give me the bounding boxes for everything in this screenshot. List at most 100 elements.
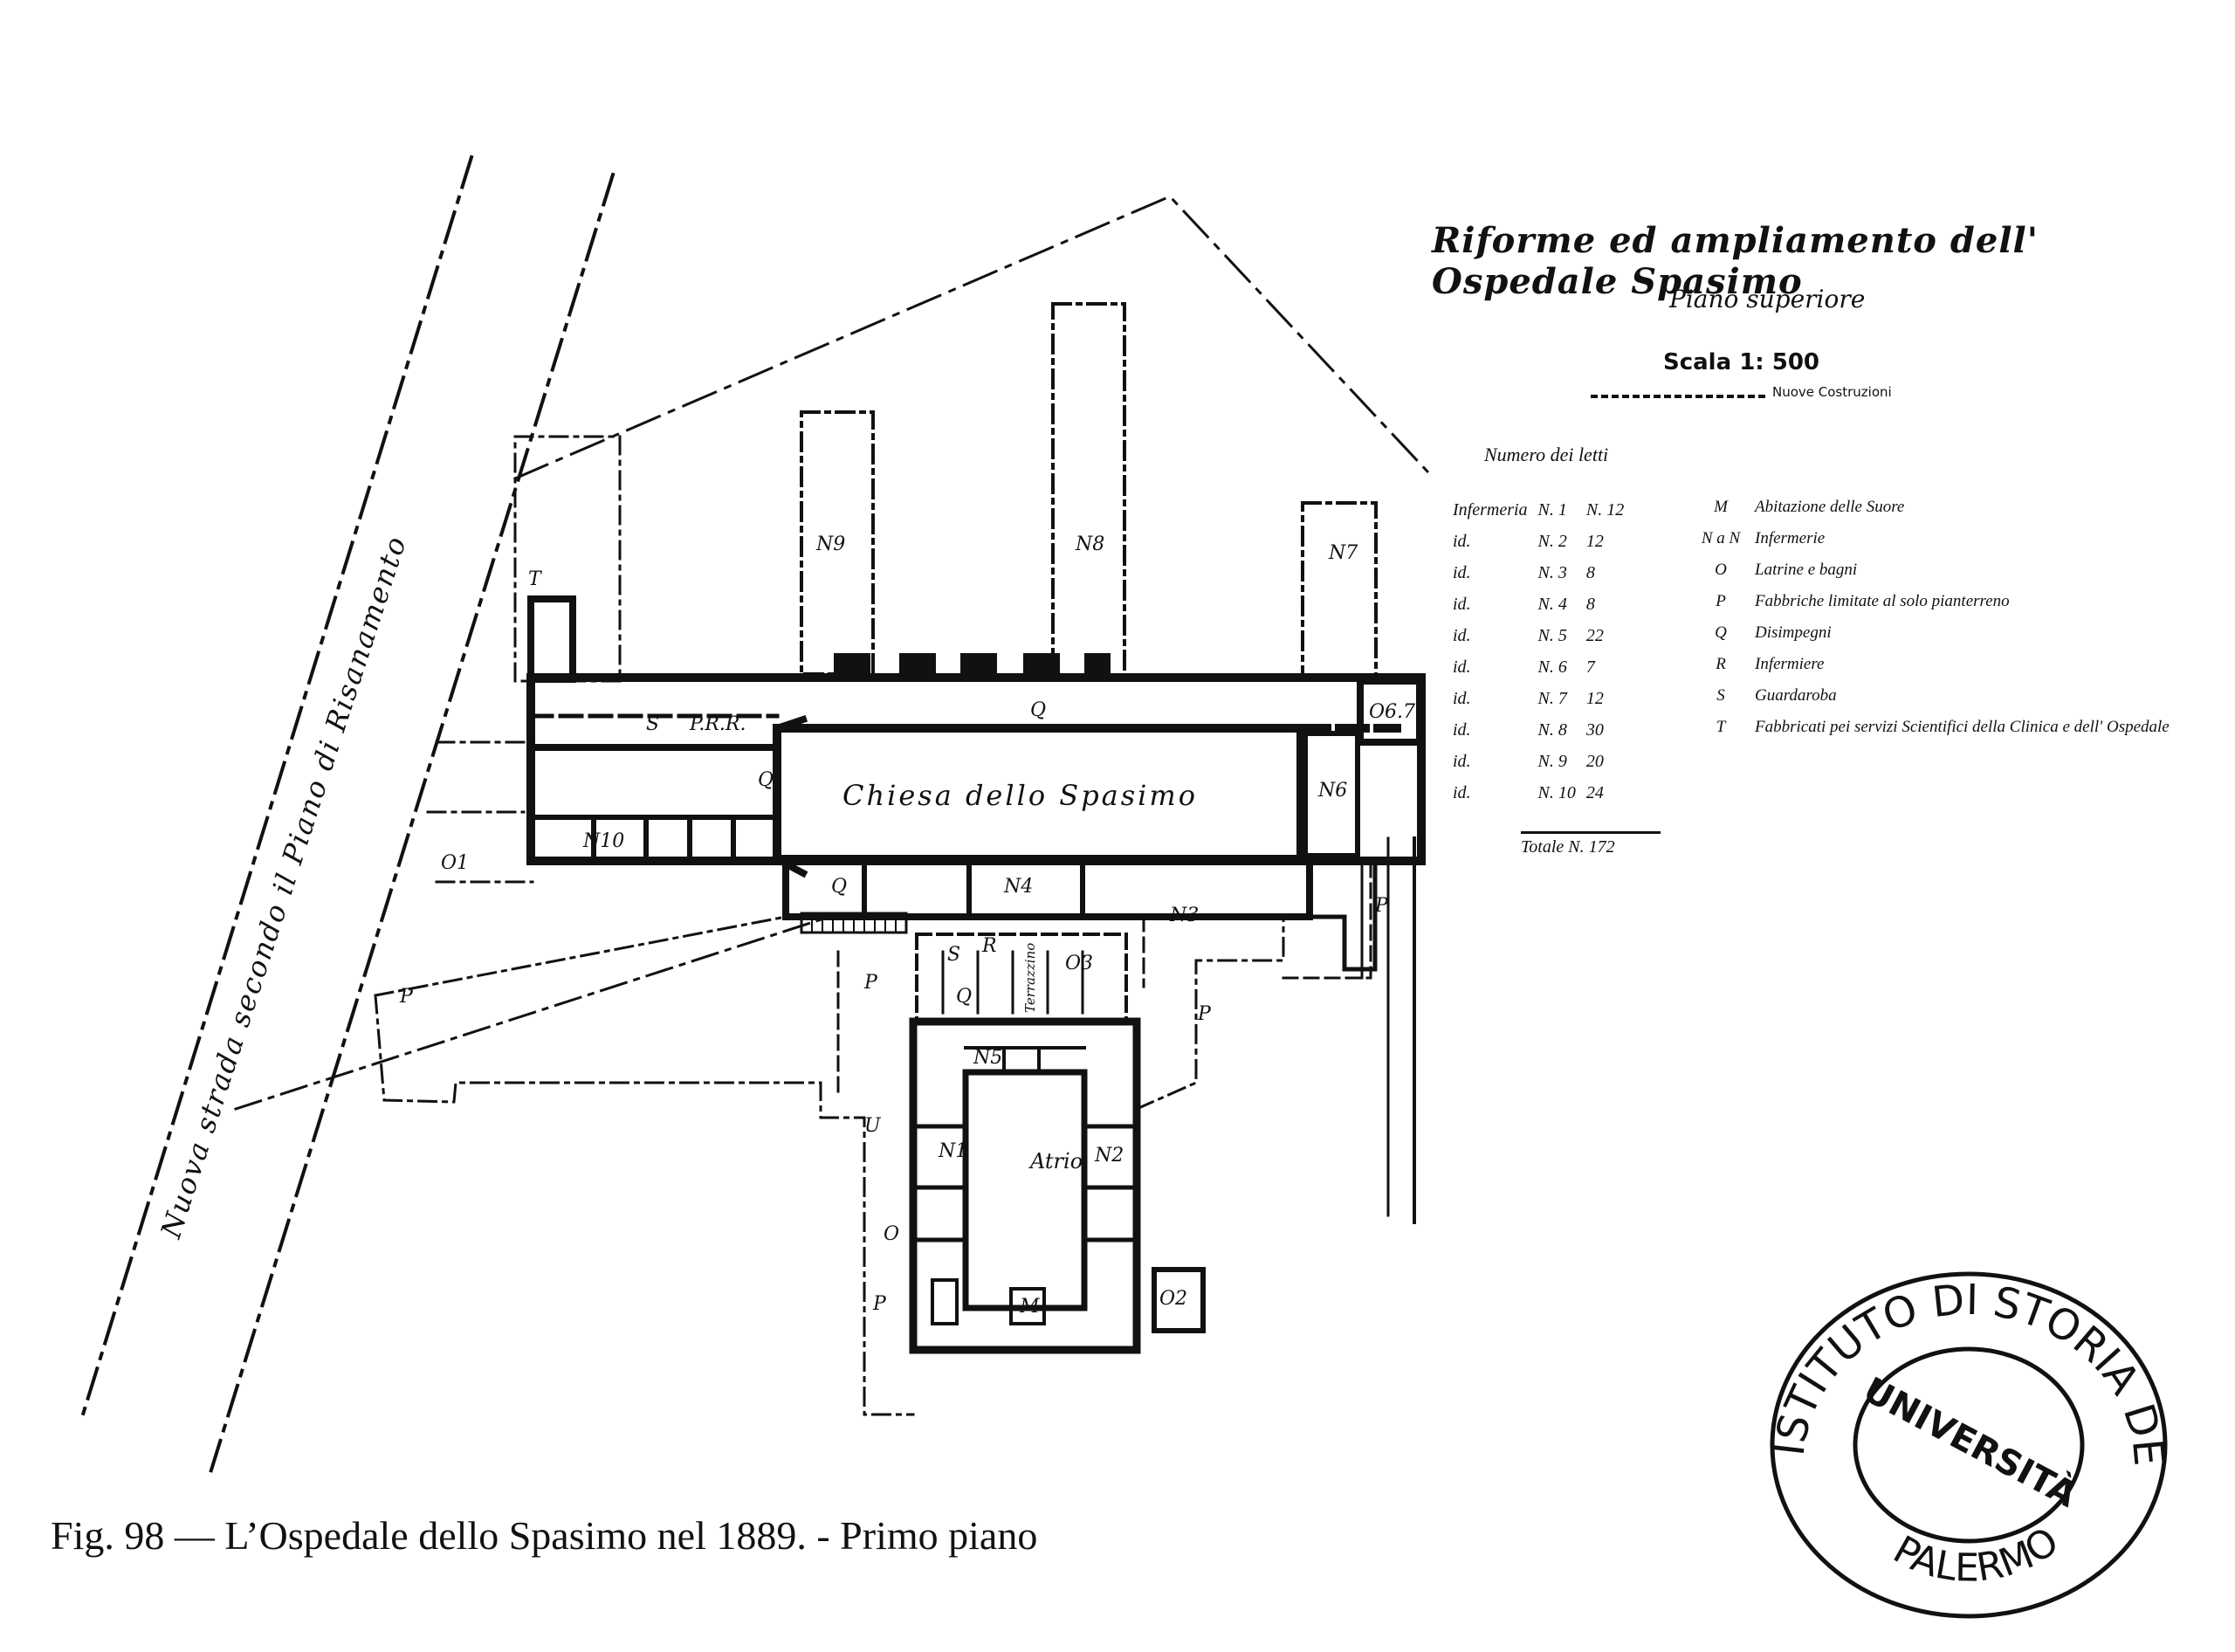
- legend-key: M: [1714, 498, 1728, 516]
- label-prr: P.R.R.: [689, 713, 746, 735]
- south-corridor: [782, 857, 1313, 920]
- beds-cell-count: 24: [1585, 782, 1604, 802]
- label-m: M: [1019, 1296, 1040, 1318]
- beds-cell-count: N. 12: [1585, 499, 1625, 520]
- new-construction-label: Nuove Costruzioni: [1772, 384, 1892, 400]
- beds-row: id. N. 4 8: [1448, 589, 1629, 620]
- legend-row: P Fabbriche limitate al solo pianterreno: [1694, 589, 2177, 620]
- label-p5: P: [872, 1293, 887, 1315]
- label-n9: N9: [815, 533, 845, 555]
- label-street: Nuova strada secondo il Piano di Risanam…: [154, 531, 413, 1242]
- beds-cell-count: 12: [1585, 688, 1604, 708]
- beds-cell-label: id.: [1453, 594, 1471, 614]
- label-r1: R: [981, 935, 997, 957]
- plan-scale: Scala 1: 500: [1663, 349, 1820, 375]
- institute-stamp: ISTITUTO DI STORIA DELL'ARTE PALERMO UNI…: [1764, 1266, 2174, 1619]
- label-q3: Q: [831, 876, 847, 898]
- beds-cell-label: id.: [1453, 719, 1471, 740]
- label-o: O: [884, 1223, 899, 1245]
- property-boundary: [513, 195, 1430, 480]
- beds-cell-ward: N. 4: [1537, 594, 1567, 614]
- legend-key: T: [1716, 718, 1726, 736]
- beds-cell-label: id.: [1453, 657, 1471, 677]
- label-n7: N7: [1328, 542, 1358, 564]
- label-terrace: Terrazzino: [1022, 943, 1038, 1013]
- beds-row: id. N. 10 24: [1448, 777, 1629, 809]
- beds-cell-label: id.: [1453, 782, 1471, 802]
- main-block: [526, 673, 1426, 865]
- legend-key: N a N: [1701, 529, 1741, 547]
- projected-ward-n9: [800, 410, 875, 676]
- beds-cell-count: 22: [1585, 625, 1604, 645]
- beds-cell-count: 20: [1585, 751, 1604, 771]
- beds-cell-count: 8: [1585, 562, 1595, 582]
- label-s2: S: [947, 944, 960, 966]
- legend-text: Latrine e bagni: [1755, 561, 1858, 579]
- legend-row: O Latrine e bagni: [1694, 557, 2177, 589]
- legend-row: R Infermiere: [1694, 651, 2177, 683]
- label-u: U: [864, 1115, 882, 1137]
- label-atrium: Atrio: [1028, 1149, 1083, 1174]
- label-n10: N10: [582, 830, 624, 852]
- legend-text: Guardaroba: [1755, 686, 1837, 705]
- label-p1: P: [399, 986, 414, 1008]
- legend-text: Abitazione delle Suore: [1755, 498, 1905, 516]
- beds-row: id. N. 3 8: [1448, 557, 1629, 589]
- label-o2: O2: [1159, 1288, 1187, 1310]
- legend-key: S: [1716, 686, 1725, 705]
- beds-cell-label: id.: [1453, 688, 1471, 708]
- label-p4: P: [1374, 895, 1389, 917]
- beds-cell-ward: N. 3: [1537, 562, 1567, 582]
- legend-row: N a N Infermerie: [1694, 526, 2177, 557]
- beds-cell-count: 12: [1585, 531, 1604, 551]
- beds-cell-ward: N. 1: [1537, 499, 1567, 520]
- label-o3: O3: [1065, 953, 1093, 974]
- beds-cell-label: id.: [1453, 562, 1471, 582]
- beds-cell-ward: N. 6: [1537, 657, 1567, 677]
- beds-heading: Numero dei letti: [1484, 444, 1609, 465]
- room-o67: [1357, 678, 1423, 746]
- label-s1: S: [646, 713, 659, 735]
- beds-cell-count: 8: [1585, 594, 1595, 614]
- legend-key: O: [1715, 561, 1727, 579]
- tower-t: [527, 595, 576, 683]
- plan-subtitle: Piano superiore: [1669, 285, 1866, 313]
- beds-cell-label: id.: [1453, 751, 1471, 771]
- beds-cell-label: id.: [1453, 531, 1471, 551]
- legend-row: M Abitazione delle Suore: [1694, 494, 2177, 526]
- label-o67: O6.7: [1369, 701, 1415, 723]
- legend-key: P: [1716, 592, 1726, 610]
- room-o2: [1152, 1267, 1206, 1333]
- legend-text: Fabbriche limitate al solo pianterreno: [1755, 592, 2010, 610]
- label-church: Chiesa dello Spasimo: [842, 779, 1198, 812]
- plan-title: Riforme ed ampliamento dell' Ospedale Sp…: [1432, 220, 2039, 302]
- legend-row: S Guardaroba: [1694, 683, 2177, 714]
- legend-text: Infermiere: [1755, 655, 1825, 673]
- legend-text: Infermerie: [1755, 529, 1826, 547]
- atrium: [962, 1069, 1088, 1311]
- legend-key: R: [1716, 655, 1726, 673]
- figure-caption: Fig. 98 — L’Ospedale dello Spasimo nel 1…: [51, 1513, 1038, 1558]
- label-n3: N3: [1169, 905, 1199, 926]
- stamp-center-text: UNIVERSITÀ: [1857, 1368, 2084, 1516]
- projected-ward-n8: [1051, 302, 1126, 678]
- label-n8: N8: [1075, 533, 1104, 555]
- label-n6: N6: [1317, 780, 1347, 802]
- label-p2: P: [863, 972, 878, 994]
- beds-cell-ward: N. 10: [1537, 782, 1576, 802]
- beds-cell-ward: N. 9: [1537, 751, 1567, 771]
- beds-total: Totale N. 172: [1521, 831, 1661, 857]
- beds-cell-ward: N. 7: [1537, 688, 1567, 708]
- label-p3: P: [1197, 1003, 1212, 1025]
- beds-cell-label: id.: [1453, 625, 1471, 645]
- street-line-right: [207, 172, 615, 1478]
